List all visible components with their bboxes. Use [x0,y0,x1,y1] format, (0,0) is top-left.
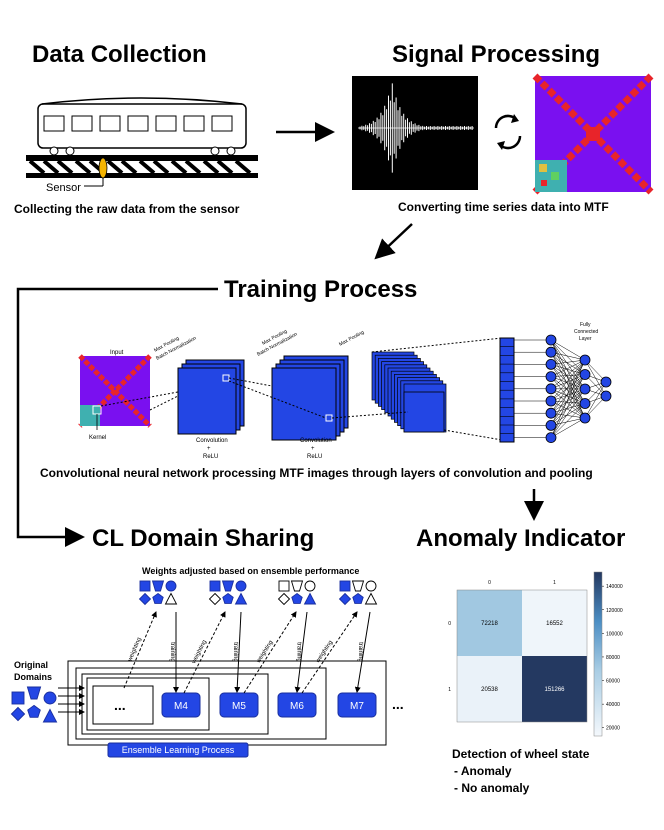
cl-title: CL Domain Sharing [92,525,314,552]
weights-caption: Weights adjusted based on ensemble perfo… [142,566,359,576]
fc-label-3: Layer [579,336,592,342]
original-domains-label-1: Original [14,660,48,670]
fc-node [545,395,557,407]
kernel-label: Kernel [89,435,106,441]
fc-node [545,371,557,383]
domain-shape-group [208,580,248,606]
original-domains-label-2: Domains [14,672,52,682]
frame-1 [86,677,210,731]
colorbar-tick: 60000 [606,679,620,685]
training-label: training [169,642,175,662]
conv-label-b-1: Convolution [300,438,332,444]
conv-label-b-2: + [311,446,315,452]
training-label: training [232,642,238,662]
colorbar-tick: 100000 [606,631,623,637]
train-illustration [26,97,258,178]
heatmap-value: 151266 [544,687,565,693]
data-collection-caption: Collecting the raw data from the sensor [14,202,240,216]
heatmap-cell [522,656,587,722]
model-label: M6 [290,701,304,712]
fc-node [579,412,591,424]
heatmap-cell [457,590,522,656]
inner-ellipsis: ... [114,697,126,713]
training-label: training [296,642,302,662]
anomaly-caption: Detection of wheel state [452,747,590,761]
fc-label-2: Connected [574,329,598,335]
training-title: Training Process [224,276,417,303]
state-no-anomaly: - No anomaly [454,781,530,795]
fc-node [600,390,612,402]
pool-label-3: Max Pooling [338,329,365,347]
weighting-label: weighting [191,639,208,665]
arrow-processing-to-training [374,223,413,260]
conv-label-a-1: Convolution [196,438,228,444]
model-label: M4 [174,701,188,712]
domain-shape-group [138,580,178,606]
time-series-signal [352,76,478,190]
fc-node [579,354,591,366]
signal-processing-caption: Converting time series data into MTF [398,200,609,214]
confusion-matrix: 72218 16552 20538 151266 0 1 0 1 140000 120000 100… [448,571,623,737]
colorbar-tick: 20000 [606,726,620,732]
state-anomaly: - Anomaly [454,764,512,778]
conv-label-b-3: ReLU [307,454,322,460]
fc-node [545,407,557,419]
fc-node [545,383,557,395]
fc-node [600,376,612,388]
prior-models-box [92,685,154,725]
domain-shape-group [338,580,378,606]
heatmap-col-tick: 0 [488,580,491,586]
heatmap-value: 20538 [481,687,498,693]
colorbar [593,571,603,737]
model-m7 [337,692,377,718]
model-label: M5 [232,701,246,712]
ensemble-label-box [107,742,249,758]
cnn-architecture: Input Kernel Max Pooling Batch Normaliza… [78,322,612,460]
mtf-image [532,73,654,195]
original-domain-shapes [10,686,58,723]
colorbar-tick: 80000 [606,655,620,661]
fc-node [545,358,557,370]
fc-node [545,346,557,358]
signal-processing-title: Signal Processing [392,41,600,68]
fc-node [579,369,591,380]
fc-node [545,432,557,444]
sensor-marker [84,157,108,187]
training-caption: Convolutional neural network processing … [40,466,593,480]
model-m5 [219,692,259,718]
heatmap-col-tick: 1 [553,580,556,586]
arrow-training-to-cl [16,287,218,547]
sensor-label: Sensor [46,182,81,194]
fc-node [545,334,557,346]
heatmap-row-tick: 1 [448,687,451,693]
heatmap-value: 72218 [481,621,498,627]
fc-node [545,419,557,431]
fc-node [579,398,591,409]
domain-shape-group [277,580,317,606]
conv-label-a-3: ReLU [203,454,218,460]
outer-ellipsis: ... [392,696,404,712]
input-label: Input [110,350,124,356]
domain-shape-groups [138,580,378,606]
fc-node [579,383,591,395]
model-label: M7 [350,701,364,712]
conv-label-a-2: + [207,446,211,452]
model-m4 [161,692,201,718]
heatmap-cell [522,590,587,656]
heatmap-value: 16552 [546,621,563,627]
heatmap-row-tick: 0 [448,621,451,627]
pooled-map [403,391,445,433]
fc-label-1: Fully [580,322,591,328]
colorbar-tick: 140000 [606,584,623,590]
colorbar-tick: 120000 [606,608,623,614]
heatmap-cell [457,656,522,722]
refresh-icon [494,114,522,150]
training-label: training [357,642,363,662]
ensemble-label: Ensemble Learning Process [122,745,235,755]
data-collection-title: Data Collection [32,41,207,68]
anomaly-title: Anomaly Indicator [416,525,625,552]
model-m6 [277,692,317,718]
colorbar-tick: 40000 [606,702,620,708]
